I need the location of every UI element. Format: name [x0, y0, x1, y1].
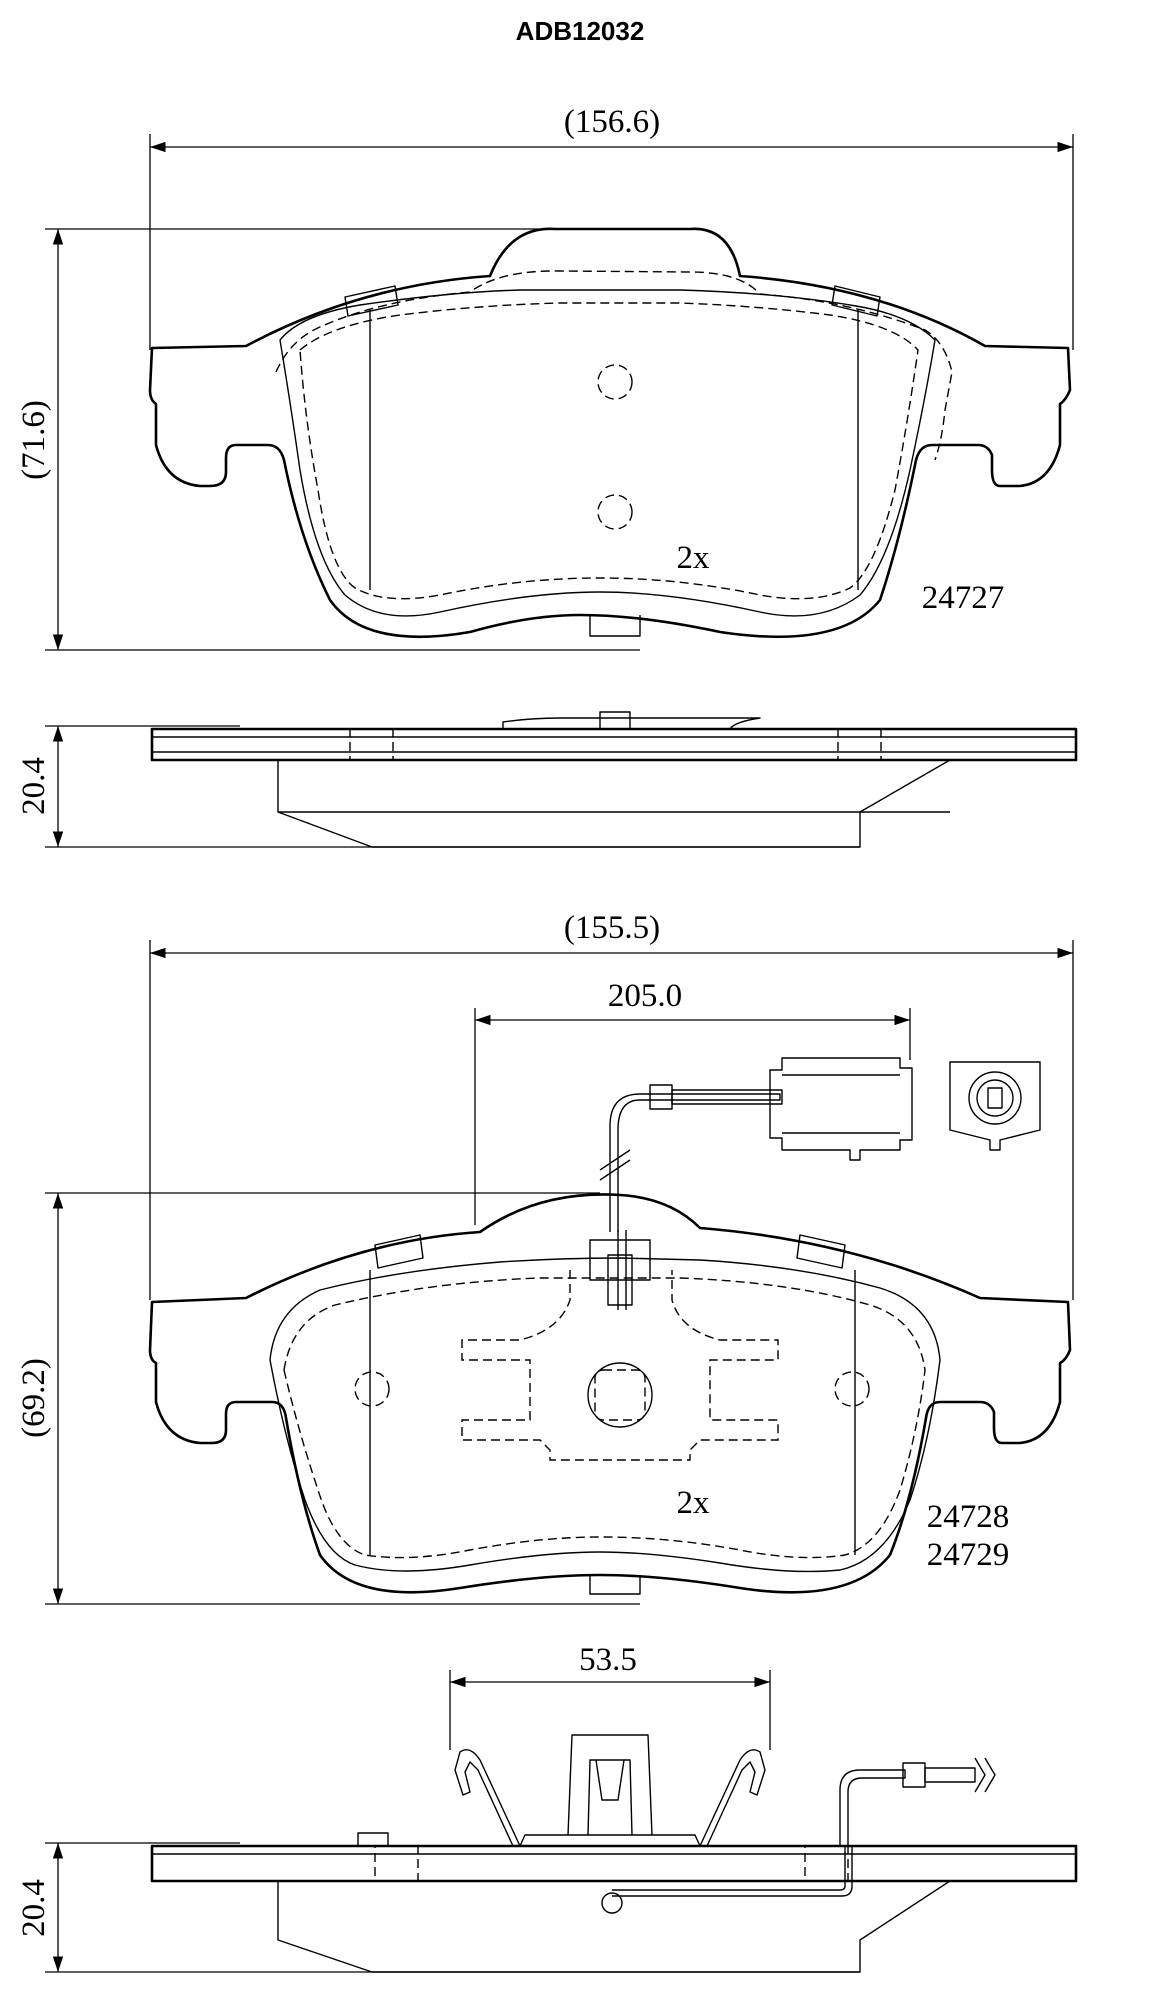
- drawing-title: ADB12032: [516, 16, 645, 46]
- pad-a-quantity-label: 2x: [677, 540, 711, 576]
- pad-b-width-label: (155.5): [564, 910, 660, 946]
- pad-b-height-label: (69.2): [16, 1358, 52, 1438]
- pad-b-wire-length-label: 205.0: [608, 978, 682, 1014]
- pad-b-part-number-2: 24729: [927, 1537, 1010, 1573]
- pad-a-width-label: (156.6): [564, 104, 660, 140]
- pad-b-front-view: (155.5) 205.0 (69.2): [16, 910, 1074, 1605]
- pad-a-side-view: 20.4: [16, 711, 1078, 848]
- pad-a-thickness-label: 20.4: [16, 757, 52, 815]
- pad-a-part-number: 24727: [922, 580, 1005, 616]
- pad-a-height-label: (71.6): [16, 400, 52, 480]
- pad-b-side-view: 53.5 20.4: [16, 1642, 1078, 1973]
- pad-b-part-number-1: 24728: [927, 1499, 1010, 1535]
- pad-b-thickness-label: 20.4: [16, 1879, 52, 1937]
- pad-b-quantity-label: 2x: [677, 1485, 711, 1521]
- pad-b-clip-width-label: 53.5: [579, 1642, 637, 1678]
- pad-a-front-view: (156.6) (71.6) 2x 24727: [16, 104, 1074, 651]
